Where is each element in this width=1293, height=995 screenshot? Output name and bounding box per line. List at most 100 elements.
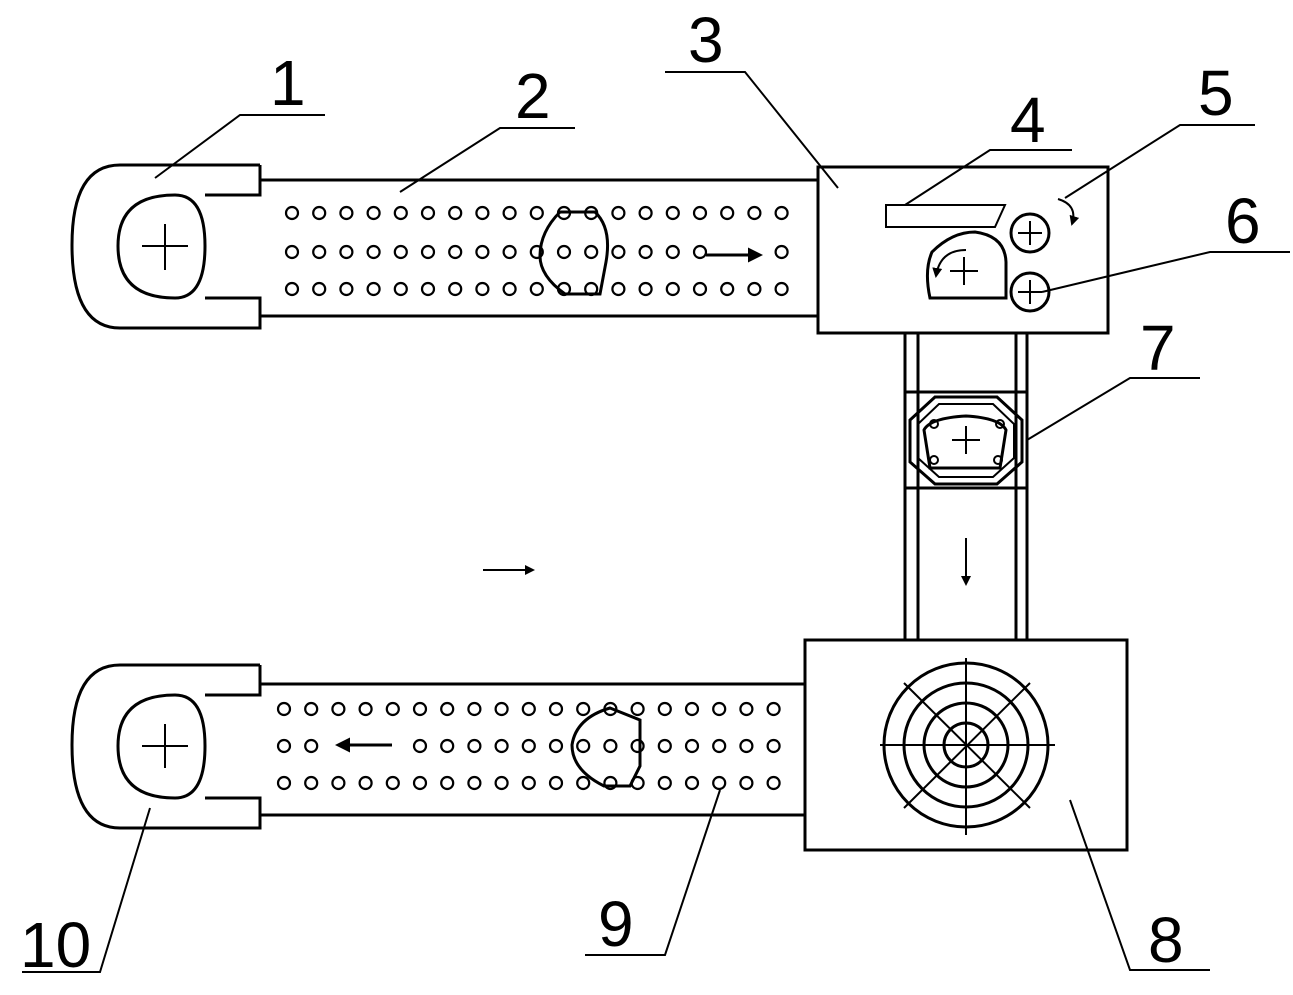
- belt-hole: [276, 775, 292, 791]
- fan-box: [803, 638, 1129, 852]
- belt-hole: [747, 205, 762, 221]
- part-labels: 1 2 3 4 5 6 7 8 9 10: [20, 4, 1261, 981]
- belt-hole: [774, 281, 789, 297]
- belt-hole: [448, 244, 463, 260]
- turner-octagon: [908, 395, 1024, 486]
- top-belt-perforations: [284, 205, 789, 297]
- belt-hole: [684, 738, 700, 754]
- belt-hole: [448, 205, 463, 221]
- belt-hole: [529, 281, 544, 297]
- belt-hole: [366, 244, 381, 260]
- belt-hole: [412, 701, 428, 717]
- belt-hole: [692, 244, 708, 260]
- processing-box: [816, 165, 1110, 335]
- belt-hole: [638, 281, 653, 297]
- belt-hole: [739, 738, 754, 754]
- belt-hole: [339, 281, 354, 297]
- belt-hole: [467, 701, 482, 717]
- belt-hole: [739, 775, 754, 791]
- belt-hole: [548, 701, 564, 717]
- bottom-drive-housing: [70, 663, 262, 830]
- belt-hole: [440, 701, 455, 717]
- belt-hole: [665, 205, 680, 221]
- belt-hole: [304, 701, 319, 717]
- belt-hole: [467, 738, 482, 754]
- label-4: 4: [1010, 84, 1046, 156]
- label-7: 7: [1140, 312, 1176, 384]
- belt-hole: [630, 738, 645, 754]
- belt-hole: [312, 244, 327, 260]
- belt-hole: [502, 244, 517, 260]
- bottom-pulley-plus-icon: [142, 724, 188, 768]
- belt-hole: [440, 738, 455, 754]
- belt-hole: [548, 738, 564, 754]
- leader-lines: [22, 71, 1290, 973]
- bottom-drive-pulley: [116, 693, 207, 800]
- belt-hole: [712, 775, 727, 791]
- belt-hole: [312, 205, 327, 221]
- belt-hole: [385, 701, 400, 717]
- bottom-belt-product: [570, 706, 642, 788]
- belt-hole: [358, 775, 373, 791]
- top-pulley-plus-icon: [142, 224, 188, 270]
- belt-hole: [766, 701, 781, 717]
- belt-hole: [475, 205, 490, 221]
- turner-inner-octagon: [917, 403, 1015, 478]
- label-2: 2: [515, 60, 551, 132]
- belt-hole: [339, 205, 354, 221]
- top-drive-housing: [70, 163, 262, 330]
- label-5: 5: [1198, 57, 1234, 129]
- belt-hole: [393, 244, 408, 260]
- belt-hole: [548, 775, 564, 791]
- belt-hole: [502, 281, 517, 297]
- belt-hole: [304, 738, 319, 754]
- belt-hole: [304, 775, 319, 791]
- belt-hole: [494, 738, 509, 754]
- turner-roller: [922, 414, 1008, 470]
- top-conveyor: [70, 163, 818, 330]
- belt-hole: [331, 775, 346, 791]
- lower-press-roller: [1009, 271, 1051, 313]
- belt-hole: [611, 205, 626, 221]
- belt-hole: [720, 281, 735, 297]
- belt-hole: [665, 244, 680, 260]
- belt-hole: [584, 244, 599, 260]
- top-drive-pulley: [116, 193, 207, 300]
- belt-hole: [393, 281, 408, 297]
- rotate-cw-icon: [1057, 198, 1080, 226]
- belt-hole: [576, 701, 591, 717]
- belt-hole: [638, 244, 653, 260]
- belt-hole: [766, 738, 781, 754]
- belt-hole: [448, 281, 463, 297]
- belt-hole: [720, 205, 735, 221]
- belt-hole: [331, 701, 346, 717]
- belt-hole: [521, 775, 536, 791]
- belt-hole: [657, 701, 672, 717]
- belt-hole: [366, 281, 381, 297]
- fan-grille-icon: [880, 658, 1055, 835]
- belt-hole: [665, 281, 680, 297]
- belt-hole: [692, 205, 708, 221]
- belt-hole: [284, 205, 300, 221]
- belt-hole: [412, 738, 428, 754]
- belt-hole: [467, 775, 482, 791]
- belt-hole: [766, 775, 781, 791]
- belt-hole: [420, 244, 436, 260]
- bottom-belt-perforations: [276, 701, 781, 791]
- belt-hole: [385, 775, 400, 791]
- belt-hole: [684, 701, 700, 717]
- belt-hole: [420, 205, 436, 221]
- bottom-belt: [260, 682, 805, 817]
- belt-hole: [393, 205, 408, 221]
- belt-hole: [556, 244, 572, 260]
- cutter-blade: [885, 204, 1007, 228]
- top-belt: [260, 178, 818, 318]
- fan-box-frame: [803, 638, 1129, 852]
- belt-hole: [529, 205, 544, 221]
- belt-hole: [747, 281, 762, 297]
- label-9: 9: [598, 888, 634, 960]
- belt-hole: [494, 775, 509, 791]
- belt-hole: [739, 701, 754, 717]
